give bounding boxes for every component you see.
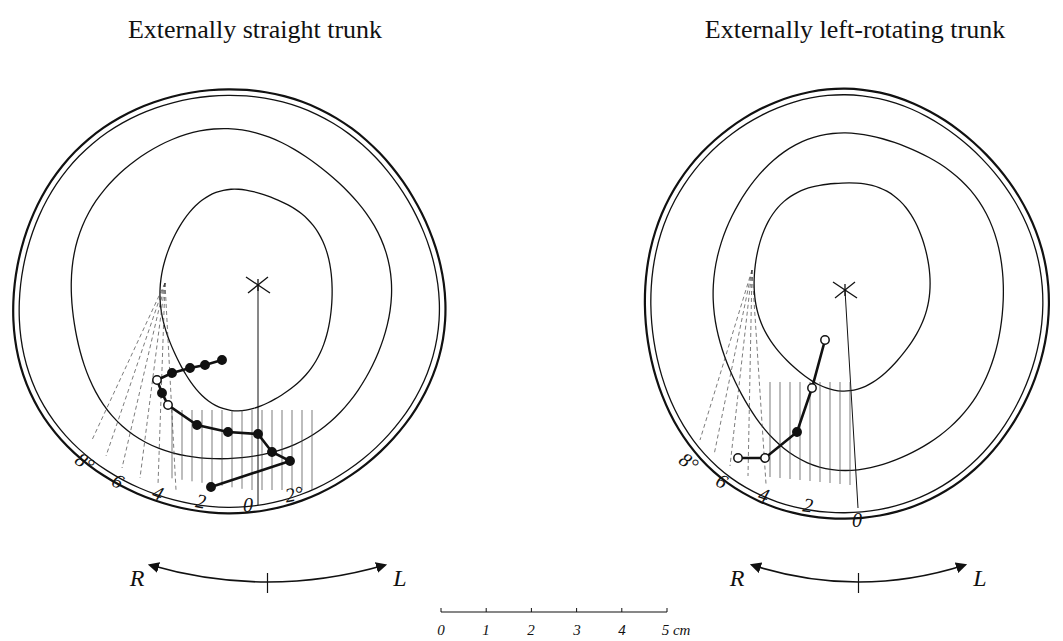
growth-ring xyxy=(160,189,332,411)
direction-letter: L xyxy=(393,566,406,590)
grain-angle-plot xyxy=(157,360,290,487)
measurement-dot-open xyxy=(761,454,769,462)
measurement-dot xyxy=(207,483,215,491)
angle-number: 4 xyxy=(150,482,166,504)
scale-tick xyxy=(441,608,442,612)
angle-fan-line xyxy=(106,283,165,456)
angle-number: 2 xyxy=(802,494,815,515)
measurement-dot-open xyxy=(153,376,161,384)
angle-fan-line xyxy=(700,270,752,440)
measurement-dot xyxy=(218,356,226,364)
hatch-line xyxy=(840,382,841,484)
trunk-section xyxy=(645,89,1049,593)
centre-tick xyxy=(267,573,268,593)
angle-fan-line xyxy=(165,283,176,490)
scale-tick xyxy=(667,608,668,612)
scale-number: 0 xyxy=(437,623,445,638)
hatch-line xyxy=(780,382,781,478)
growth-ring xyxy=(713,133,1003,471)
hatch-line xyxy=(222,410,223,486)
angle-fan-line xyxy=(140,283,165,478)
scale-number: 3 xyxy=(573,623,581,638)
panel-heading: Externally straight trunk xyxy=(128,17,382,43)
angle-number: 4 xyxy=(756,484,772,506)
growth-ring xyxy=(71,129,391,459)
scale-tick xyxy=(621,608,622,612)
scale-tick xyxy=(486,608,487,612)
angle-fan-line xyxy=(714,270,752,455)
measurement-dot xyxy=(193,421,201,429)
measurement-dot-open xyxy=(821,336,829,344)
hatch-line xyxy=(282,410,283,490)
hatch-line xyxy=(770,382,771,477)
direction-letter: L xyxy=(973,566,986,590)
hatch-line xyxy=(232,410,233,487)
scale-number: 4 xyxy=(618,623,626,638)
measurement-dot-open xyxy=(164,401,172,409)
bark-outer xyxy=(645,89,1049,519)
hatch-line xyxy=(302,410,303,490)
angle-number: 8° xyxy=(72,449,98,476)
angle-number: 8° xyxy=(676,449,702,476)
angle-fan-line xyxy=(122,283,165,468)
bark-outer xyxy=(13,89,445,513)
measurement-dot xyxy=(254,430,262,438)
hatch-line xyxy=(212,410,213,484)
grain-angle-plot xyxy=(738,340,825,458)
hatch-line xyxy=(202,410,203,483)
direction-letter: R xyxy=(130,566,145,590)
measurement-dot xyxy=(168,369,176,377)
direction-letter: R xyxy=(730,566,745,590)
scale-bar xyxy=(441,608,667,612)
hatch-line xyxy=(182,410,183,480)
scale-tick xyxy=(576,608,577,612)
panel-heading: Externally left-rotating trunk xyxy=(705,17,1005,43)
measurement-dot xyxy=(268,448,276,456)
hatch-line xyxy=(850,382,851,485)
hatch-line xyxy=(262,410,263,490)
hatch-line xyxy=(790,382,791,479)
scale-line xyxy=(441,611,667,612)
scale-tick xyxy=(531,608,532,612)
hatch-line xyxy=(820,382,821,482)
growth-ring xyxy=(754,183,930,391)
measurement-dot-open xyxy=(734,454,742,462)
hatch-line xyxy=(830,382,831,483)
measurement-dot xyxy=(201,361,209,369)
scale-number: 1 xyxy=(482,623,490,638)
hatch-line xyxy=(312,410,313,490)
angle-number: 2° xyxy=(283,483,304,506)
angle-number: 0 xyxy=(852,510,862,530)
scale-number: 5 cm xyxy=(662,623,691,638)
radius-line xyxy=(845,290,858,508)
trunk-section xyxy=(13,89,445,593)
measurement-dot xyxy=(186,364,194,372)
hatch-line xyxy=(172,410,173,478)
measurement-dot xyxy=(158,389,166,397)
angle-number: 0 xyxy=(243,495,253,515)
hatch-line xyxy=(292,410,293,490)
angle-fan-line xyxy=(748,270,752,476)
hatch-line xyxy=(252,410,253,490)
angle-fan-line xyxy=(752,270,766,484)
measurement-dot-open xyxy=(808,384,816,392)
measurement-dot xyxy=(224,428,232,436)
angle-fan-line xyxy=(730,270,752,466)
bark-inner xyxy=(19,95,439,507)
angle-number: 2 xyxy=(194,490,207,511)
measurement-dot xyxy=(286,457,294,465)
angle-fan-line xyxy=(92,283,165,440)
centre-tick xyxy=(858,573,859,593)
bark-inner xyxy=(651,95,1043,513)
scale-number: 2 xyxy=(527,623,535,638)
measurement-dot xyxy=(793,428,801,436)
